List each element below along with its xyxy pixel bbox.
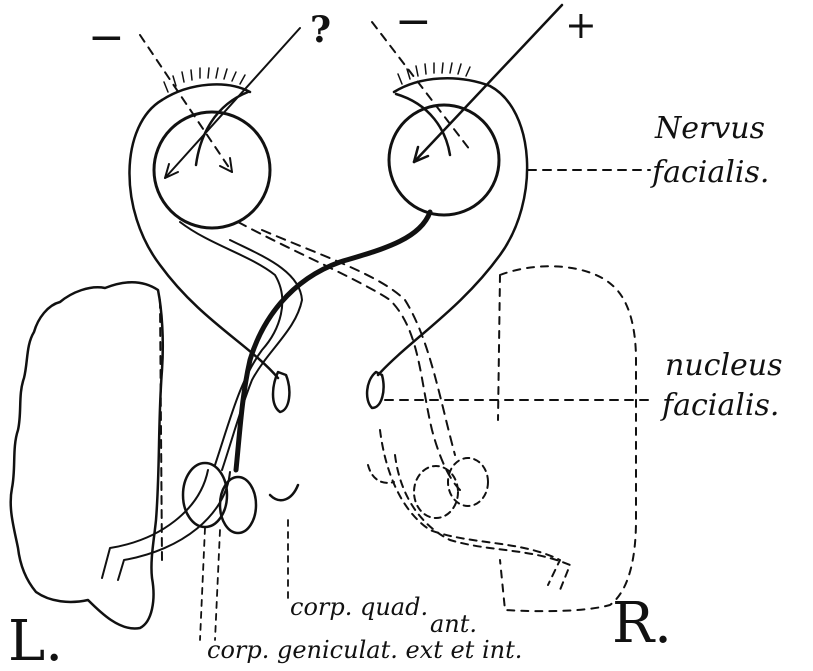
label-right-side: R. — [612, 591, 672, 656]
optic-crossing-fibre-thick — [236, 212, 430, 470]
label-ant: ant. — [430, 610, 477, 638]
label-facialis-1: facialis. — [650, 155, 769, 190]
label-left-side: L. — [8, 609, 63, 671]
right-eyelid — [394, 78, 490, 92]
optic-dashed-fibre-2 — [262, 230, 455, 455]
optic-dashed-fibre-3 — [380, 430, 560, 585]
sign-right-minus: − — [395, 0, 432, 47]
left-nucleus-facialis — [273, 372, 289, 412]
optic-tract-left-b — [222, 240, 302, 470]
label-nucleus: nucleus — [665, 348, 783, 383]
left-eye-arrow-head-2 — [220, 158, 232, 172]
left-hemisphere-outline — [11, 282, 163, 628]
right-facial-nerve-loop-inner — [396, 94, 450, 155]
right-eye-arrow-from-plus — [414, 5, 562, 162]
right-eyeball — [389, 105, 499, 215]
label-corp-geniculat: corp. geniculat. ext et int. — [207, 636, 522, 664]
left-facial-nerve-loop — [129, 100, 278, 378]
label-nervus: Nervus — [654, 111, 765, 146]
sign-left-minus: − — [88, 12, 125, 63]
sign-question: ? — [310, 9, 331, 51]
right-corpus-geniculatum-ext — [414, 466, 458, 518]
left-corpus-quadrigeminum — [270, 485, 298, 500]
label-facialis-2: facialis. — [660, 388, 779, 423]
right-nucleus-facialis — [367, 372, 383, 408]
left-eye-dashed-arrow — [140, 35, 232, 172]
sign-plus: + — [565, 3, 597, 47]
right-corpus-geniculatum-int — [448, 458, 488, 506]
leader-corp-geniculat — [200, 528, 220, 640]
label-corp-quad: corp. quad. — [290, 593, 428, 621]
right-facial-nerve-loop — [378, 86, 527, 375]
right-eyelashes — [398, 63, 470, 84]
right-hemisphere-outline — [498, 266, 636, 611]
